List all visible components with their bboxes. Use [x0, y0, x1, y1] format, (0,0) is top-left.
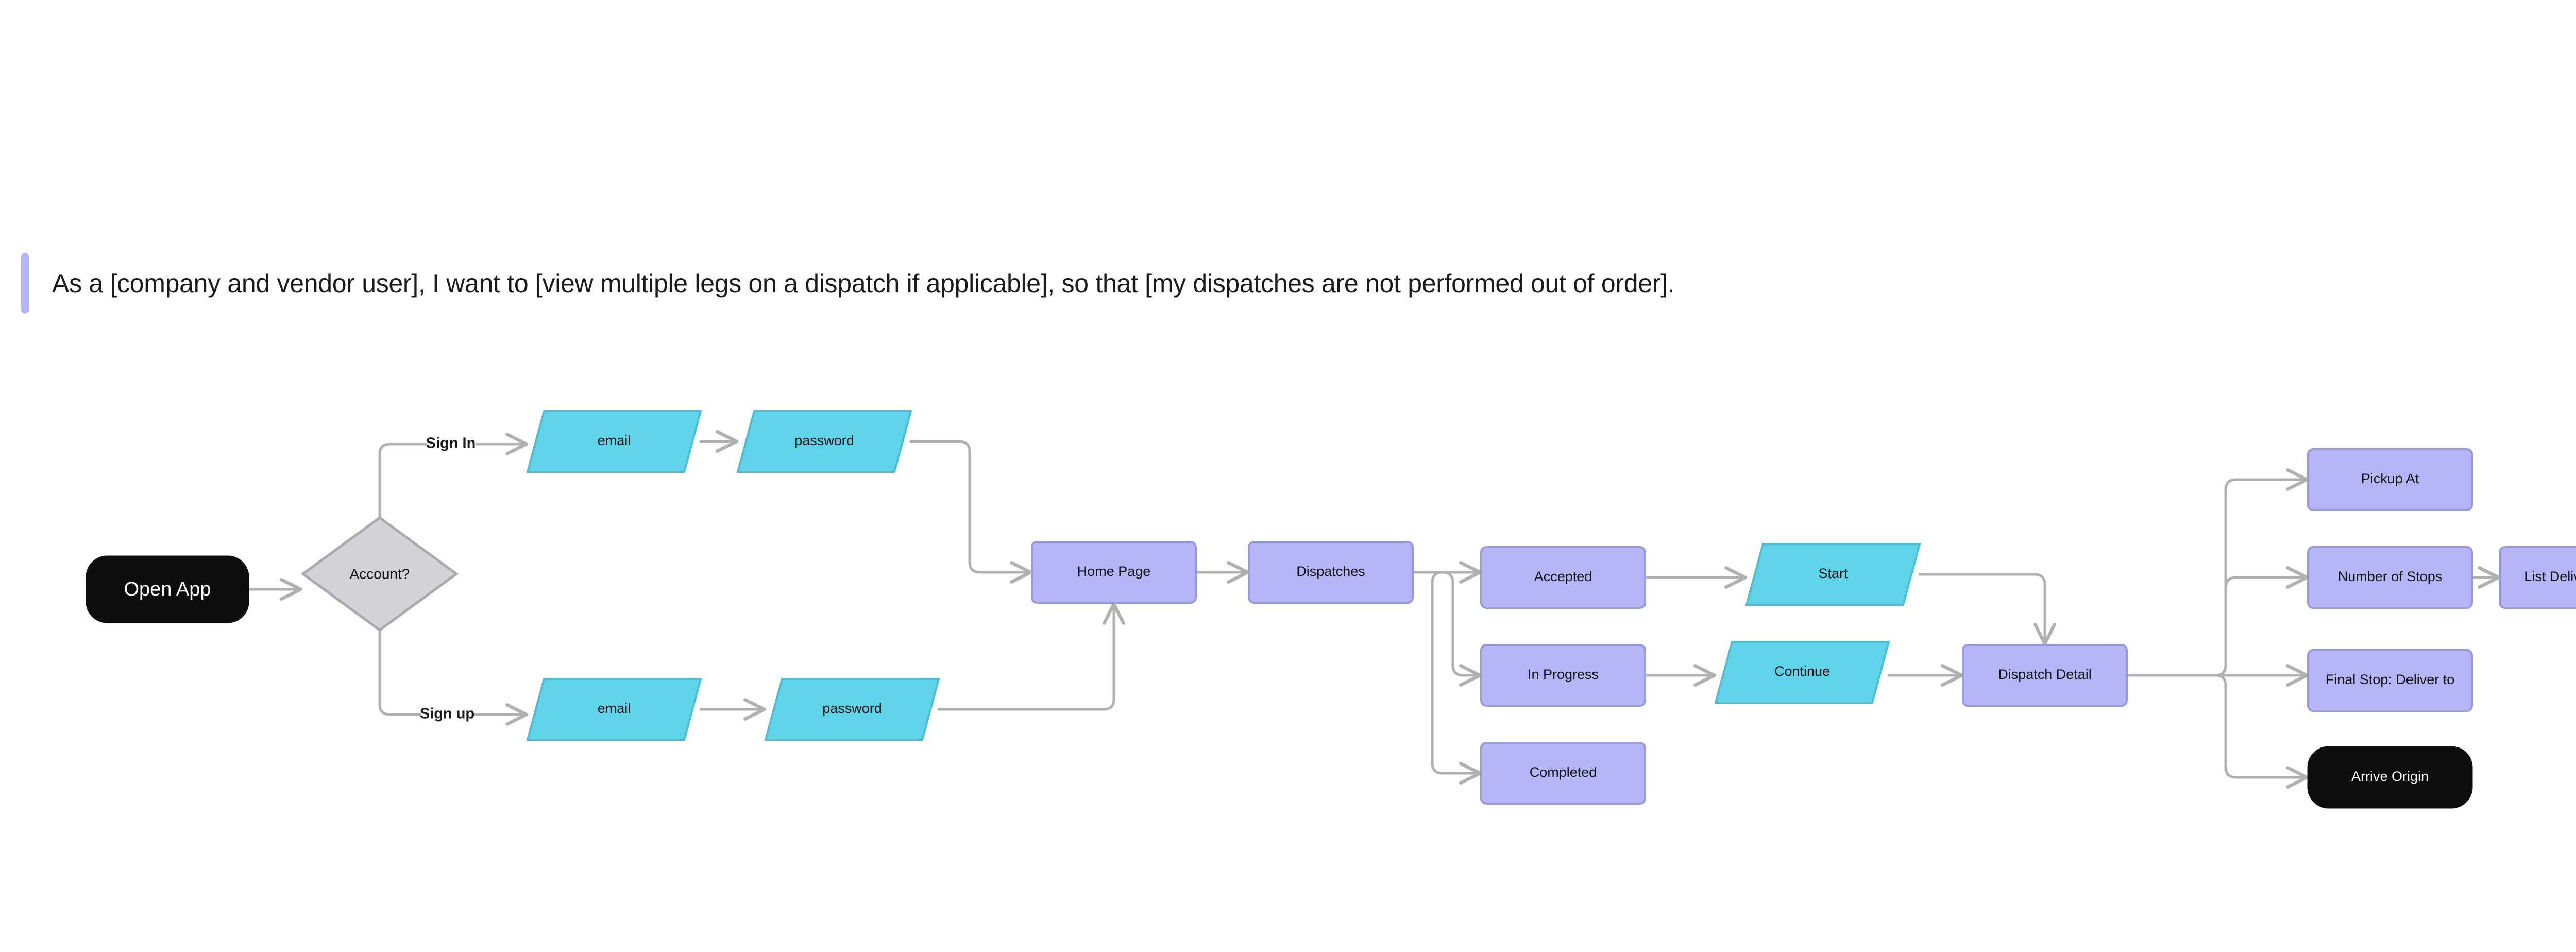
- dispatches-shape[interactable]: [1248, 541, 1414, 604]
- continue-shape[interactable]: [1714, 641, 1890, 704]
- edge-label-sign-in: Sign In: [426, 435, 476, 452]
- dispatch-detail-label: Dispatch Detail: [1998, 667, 2092, 682]
- open-app-shape[interactable]: [86, 555, 249, 623]
- node-signup-email[interactable]: email: [526, 678, 702, 741]
- node-final-stop[interactable]: Final Stop: Deliver to: [2307, 649, 2473, 712]
- signin-email-label: email: [598, 433, 631, 448]
- pickup-at-label: Pickup At: [2361, 471, 2419, 486]
- node-layer: Open App Account? email password email p: [86, 410, 2576, 809]
- edge-label-layer: Sign In Sign up: [420, 435, 476, 722]
- node-accepted[interactable]: Accepted: [1480, 546, 1646, 609]
- signin-email-shape[interactable]: [526, 410, 702, 473]
- node-signup-password[interactable]: password: [764, 678, 940, 741]
- in-progress-label: In Progress: [1528, 667, 1599, 682]
- node-dispatches[interactable]: Dispatches: [1248, 541, 1414, 604]
- user-story-text: As a [company and vendor user], I want t…: [52, 269, 1675, 298]
- edge-dispatch-detail-stops: [2214, 566, 2309, 677]
- user-story-accent-bar: [21, 253, 29, 314]
- list-delivery-stops-shape[interactable]: [2499, 546, 2576, 609]
- node-continue[interactable]: Continue: [1714, 641, 1890, 704]
- edge-signin-password-home: [909, 440, 1032, 584]
- account-label: Account?: [350, 566, 410, 582]
- signup-password-label: password: [822, 701, 882, 716]
- account-shape[interactable]: [300, 516, 459, 632]
- signup-password-shape[interactable]: [764, 678, 940, 741]
- final-stop-shape[interactable]: [2307, 649, 2473, 712]
- edge-signup-password-home: [937, 602, 1125, 711]
- final-stop-label: Final Stop: Deliver to: [2326, 672, 2455, 687]
- dispatch-detail-shape[interactable]: [1962, 644, 2128, 707]
- node-completed[interactable]: Completed: [1480, 742, 1646, 805]
- home-page-label: Home Page: [1077, 564, 1151, 579]
- arrive-origin-label: Arrive Origin: [2351, 769, 2429, 784]
- node-home-page[interactable]: Home Page: [1031, 541, 1197, 604]
- signin-password-shape[interactable]: [736, 410, 912, 473]
- completed-label: Completed: [1530, 764, 1597, 780]
- node-dispatch-detail[interactable]: Dispatch Detail: [1962, 644, 2128, 707]
- open-app-label: Open App: [124, 579, 211, 600]
- node-open-app[interactable]: Open App: [86, 555, 249, 623]
- continue-label: Continue: [1774, 664, 1830, 679]
- accepted-label: Accepted: [1534, 569, 1592, 584]
- node-signin-password[interactable]: password: [736, 410, 912, 473]
- list-delivery-stops-label: List Delivery Stops: [2524, 569, 2576, 584]
- node-pickup-at[interactable]: Pickup At: [2307, 448, 2473, 511]
- in-progress-shape[interactable]: [1480, 644, 1646, 707]
- arrive-origin-shape[interactable]: [2307, 746, 2473, 809]
- node-number-of-stops[interactable]: Number of Stops: [2307, 546, 2473, 609]
- signup-email-label: email: [598, 701, 631, 716]
- edge-dispatches-completed: [1431, 571, 1482, 785]
- edge-dispatch-detail-arrive-origin: [2214, 674, 2309, 789]
- edge-account-signup: [378, 630, 422, 716]
- node-arrive-origin[interactable]: Arrive Origin: [2307, 746, 2473, 809]
- edge-layer: [247, 430, 2500, 789]
- start-label: Start: [1818, 566, 1848, 581]
- home-page-shape[interactable]: [1031, 541, 1197, 604]
- dispatches-label: Dispatches: [1296, 564, 1365, 579]
- edge-start-dispatch-detail: [1918, 573, 2056, 645]
- signup-email-shape[interactable]: [526, 678, 702, 741]
- pickup-at-shape[interactable]: [2307, 448, 2473, 511]
- user-story-row: As a [company and vendor user], I want t…: [0, 242, 2576, 325]
- node-start[interactable]: Start: [1745, 543, 1921, 606]
- edge-dispatches-inprogress: [1441, 571, 1482, 687]
- signin-password-label: password: [794, 433, 854, 448]
- number-of-stops-shape[interactable]: [2307, 546, 2473, 609]
- start-shape[interactable]: [1745, 543, 1921, 606]
- number-of-stops-label: Number of Stops: [2338, 569, 2443, 584]
- completed-shape[interactable]: [1480, 742, 1646, 805]
- node-account[interactable]: Account?: [300, 516, 459, 632]
- node-in-progress[interactable]: In Progress: [1480, 644, 1646, 707]
- edge-label-sign-up: Sign up: [420, 706, 474, 722]
- node-list-delivery-stops[interactable]: List Delivery Stops: [2499, 546, 2576, 609]
- node-signin-email[interactable]: email: [526, 410, 702, 473]
- accepted-shape[interactable]: [1480, 546, 1646, 609]
- edge-account-signin: [378, 443, 427, 518]
